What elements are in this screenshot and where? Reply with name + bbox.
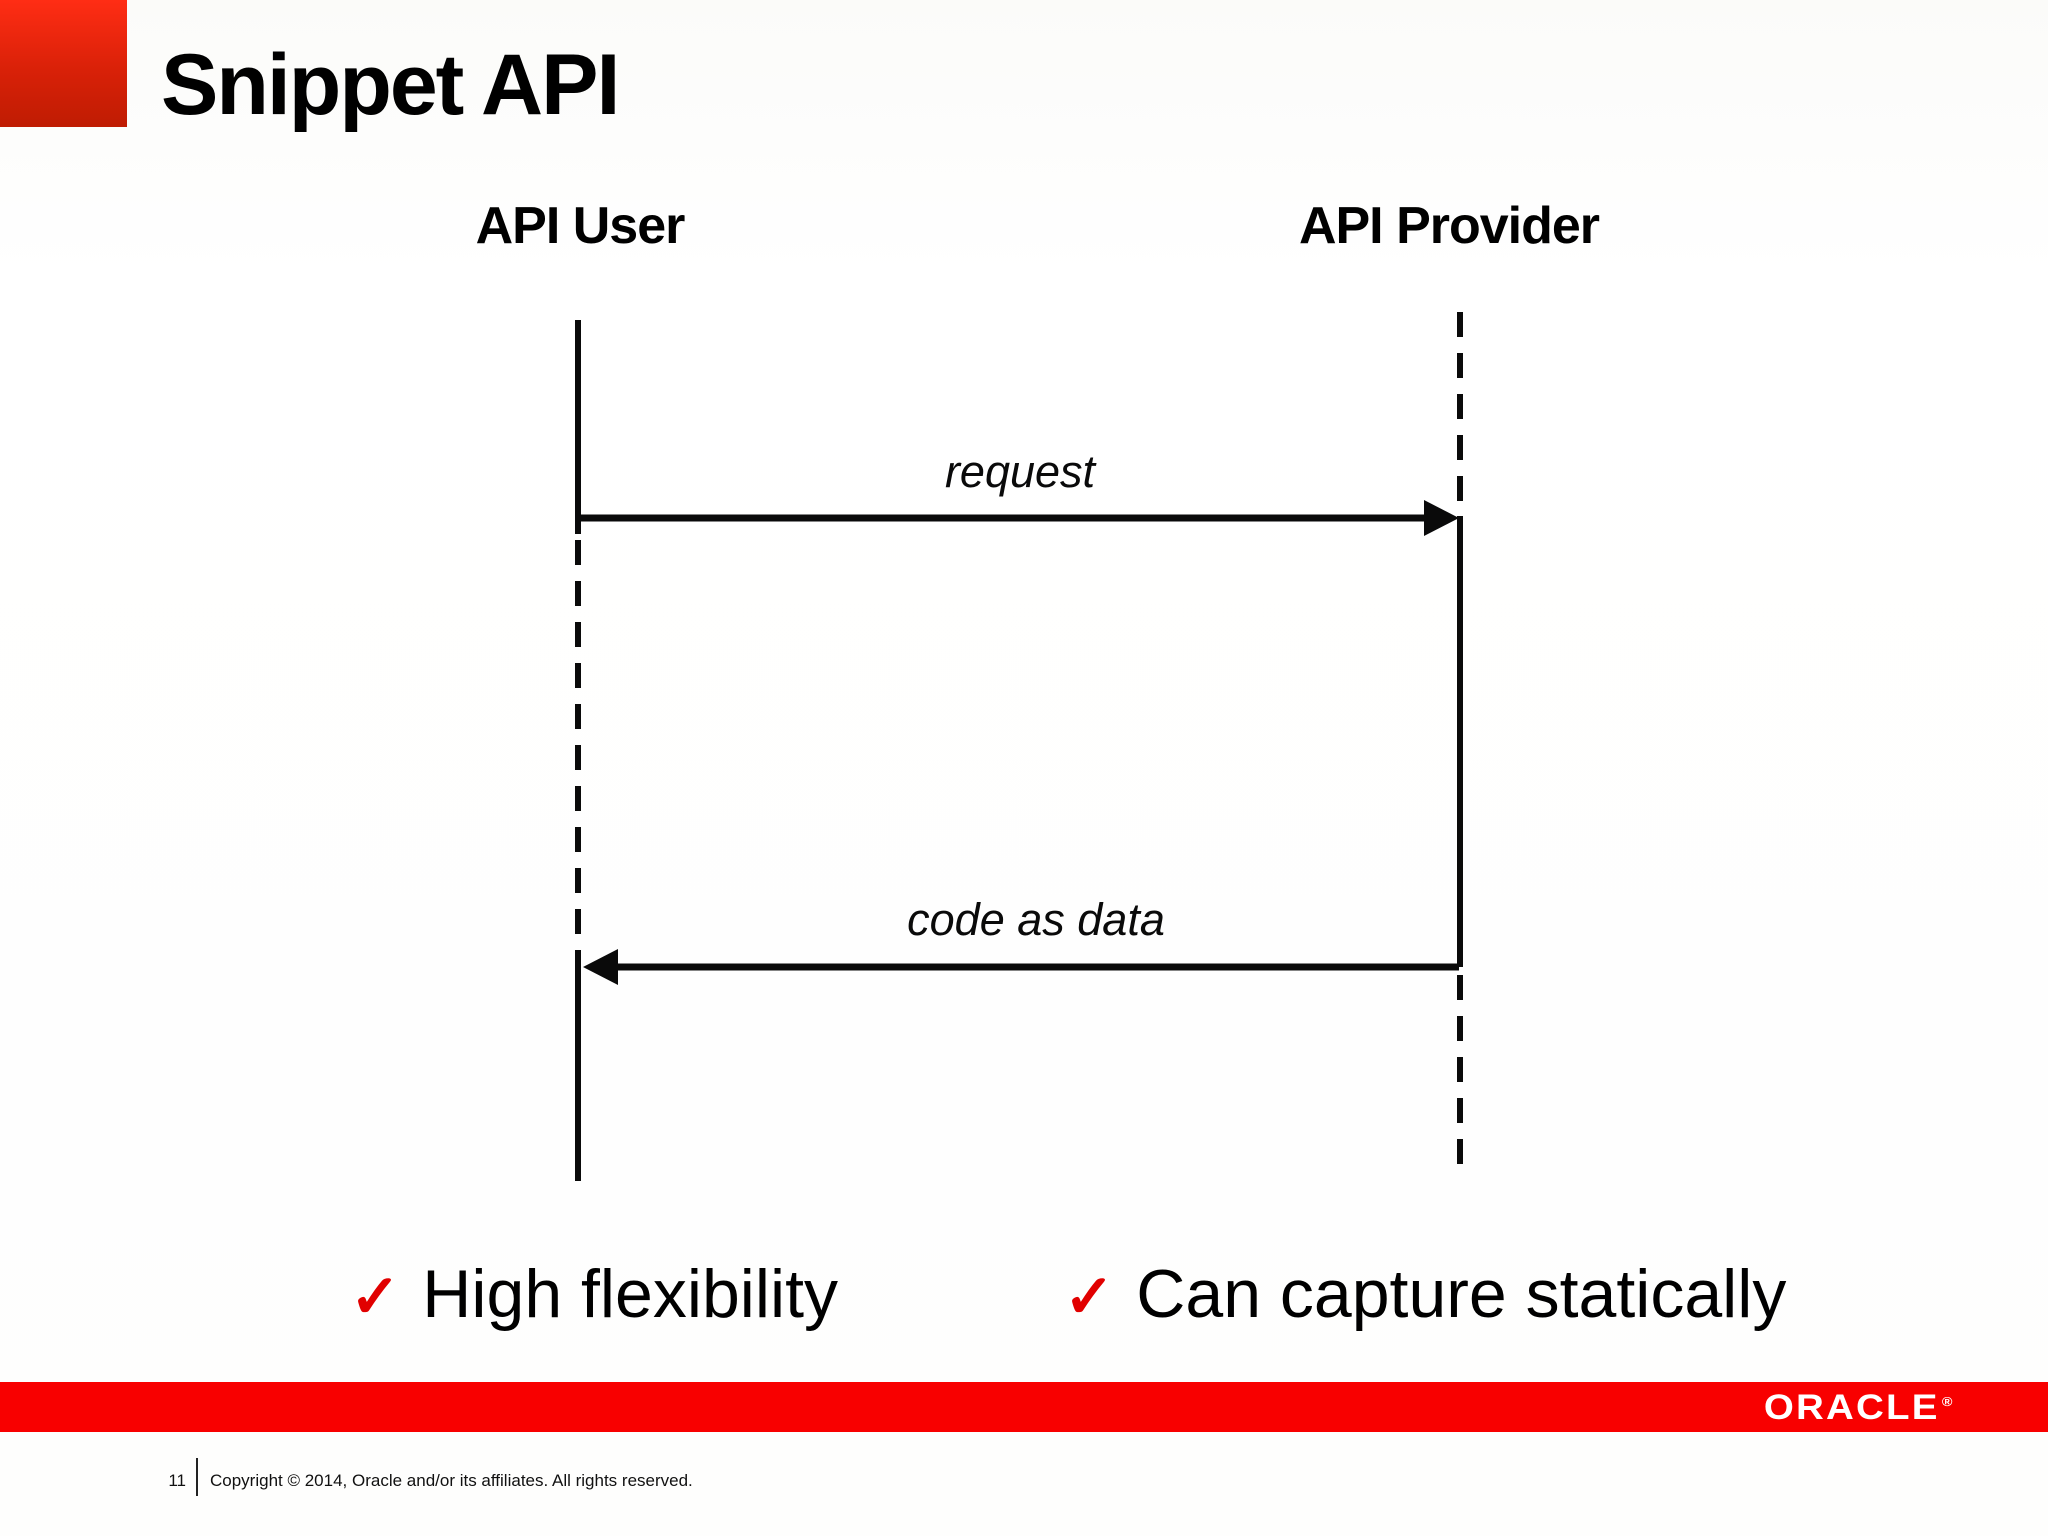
copyright-text: Copyright © 2014, Oracle and/or its affi…: [210, 1471, 693, 1490]
message-label-request: request: [944, 446, 1096, 497]
return-arrow-head: [583, 949, 618, 985]
footer-banner: ORACLE®: [0, 1382, 2048, 1432]
checklist-item-high-flexibility: ✓ High flexibility: [350, 1254, 838, 1336]
oracle-logo: ORACLE®: [1763, 1388, 1952, 1428]
page-title: Snippet API: [161, 37, 620, 133]
page-number: 11: [168, 1471, 186, 1490]
oracle-logo-text: ORACLE: [1763, 1388, 1940, 1427]
checkmark-icon: ✓: [1064, 1263, 1115, 1330]
participant-label-api-user: API User: [475, 197, 686, 255]
message-label-code-as-data: code as data: [907, 894, 1165, 945]
accent-square: [0, 0, 127, 127]
checkmark-icon: ✓: [350, 1263, 401, 1330]
registered-mark-icon: ®: [1941, 1394, 1952, 1410]
participant-label-api-provider: API Provider: [1298, 197, 1600, 255]
checklist-item-capture-statically: ✓ Can capture statically: [1064, 1254, 1786, 1336]
checklist-item-label: Can capture statically: [1136, 1256, 1787, 1332]
request-arrow-head: [1424, 500, 1459, 536]
footer-separator: [196, 1458, 198, 1496]
checklist-item-label: High flexibility: [422, 1256, 838, 1332]
